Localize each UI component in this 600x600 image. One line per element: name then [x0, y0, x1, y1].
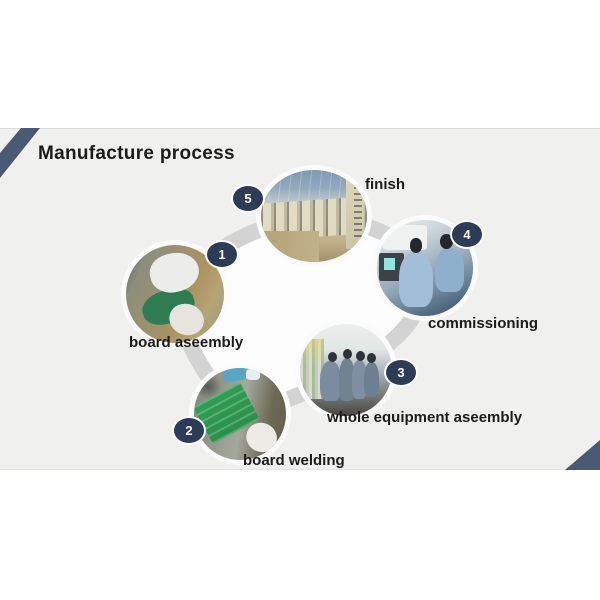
board-welding-image: [194, 368, 286, 460]
step-label-commissioning: commissioning: [428, 315, 539, 332]
page-title: Manufacture process: [38, 143, 235, 164]
step-badge-5: 5: [231, 184, 265, 213]
step-photo-commissioning: [372, 215, 478, 321]
step-label-finish: finish: [365, 176, 405, 193]
step-photo-board-welding: [189, 363, 291, 465]
step-badge-4: 4: [450, 220, 484, 249]
step-label-board-assembly: board aseembly: [129, 334, 244, 351]
technicians-image: [377, 220, 473, 316]
equipment-assembly-image: [300, 324, 392, 416]
step-photo-finish: [256, 165, 372, 267]
step-badge-3: 3: [384, 358, 418, 387]
step-photo-board-assembly: [121, 240, 229, 348]
step-label-board-welding: board welding: [243, 452, 345, 469]
step-label-equipment-assembly: whole equipment aseembly: [327, 409, 523, 426]
step-badge-2: 2: [172, 416, 206, 445]
factory-floor-image: [261, 170, 367, 262]
step-photo-equipment-assembly: [295, 319, 397, 421]
step-badge-1: 1: [205, 240, 239, 269]
